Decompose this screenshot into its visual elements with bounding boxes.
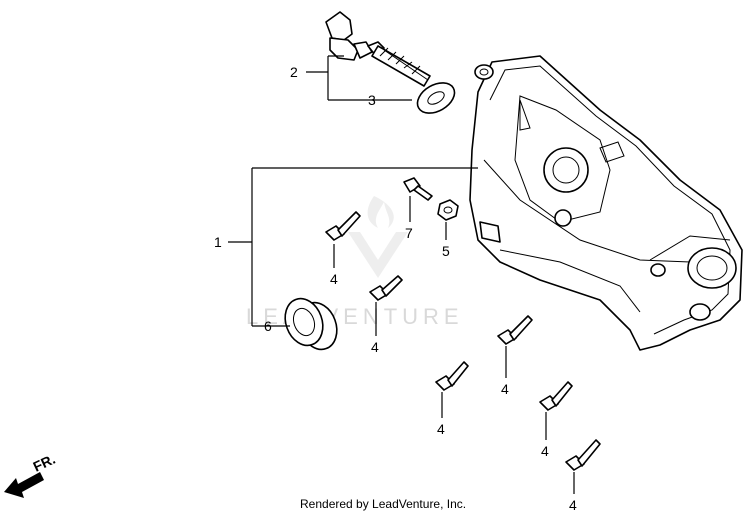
callout-5: 5 — [442, 243, 450, 259]
case-cover[interactable] — [469, 55, 743, 351]
callout-4: 4 — [371, 339, 379, 355]
oil-seal[interactable] — [279, 293, 343, 354]
callout-4: 4 — [437, 421, 445, 437]
dipstick-washer[interactable] — [412, 77, 460, 120]
callout-4: 4 — [501, 381, 509, 397]
callout-2: 2 — [290, 64, 298, 80]
front-arrow-icon — [4, 472, 44, 498]
flange-bolt[interactable] — [539, 381, 573, 411]
callout-1: 1 — [214, 234, 222, 250]
small-bolt[interactable] — [403, 177, 433, 201]
watermark-logo — [348, 196, 408, 278]
callout-6: 6 — [264, 318, 272, 334]
nut[interactable] — [437, 199, 459, 221]
flange-bolt[interactable] — [435, 361, 469, 391]
watermark-text: LEADVENTURE — [246, 304, 464, 329]
oil-dipstick-cap[interactable] — [325, 11, 431, 87]
flange-bolt[interactable] — [369, 275, 403, 301]
leader-lines — [228, 55, 575, 494]
flange-bolt[interactable] — [565, 439, 601, 471]
callout-4: 4 — [569, 497, 577, 512]
callout-7: 7 — [405, 225, 413, 241]
front-marker-label: FR. — [31, 451, 58, 475]
flange-bolt[interactable] — [497, 315, 533, 345]
callout-4: 4 — [330, 271, 338, 287]
footer-credit: Rendered by LeadVenture, Inc. — [300, 497, 466, 511]
callout-3: 3 — [368, 92, 376, 108]
callout-4: 4 — [541, 443, 549, 459]
flange-bolt[interactable] — [325, 211, 361, 241]
